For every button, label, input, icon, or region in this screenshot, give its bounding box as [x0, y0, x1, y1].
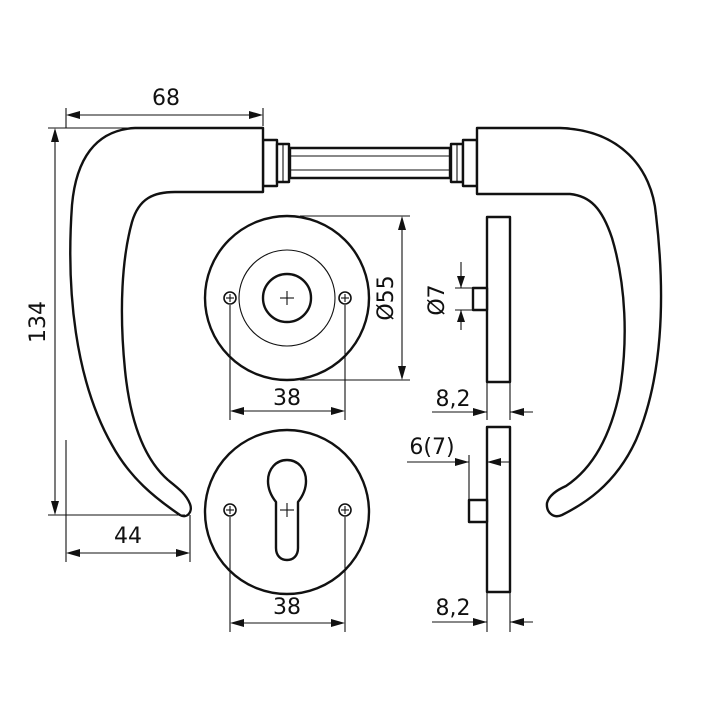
dim-spindle-offset: 6(7)	[407, 435, 510, 500]
dim-label-rose-38: 38	[273, 386, 301, 411]
dim-escutcheon-thickness: 8,2	[432, 592, 533, 632]
dim-handle-width: 68	[65, 86, 264, 128]
rose-side-pin	[471, 286, 489, 312]
dim-pin-diameter: Ø7	[425, 262, 473, 330]
dim-escutcheon-screw-spacing: 38	[229, 517, 346, 632]
dim-handle-tip: 44	[65, 440, 191, 562]
dim-label-44: 44	[114, 524, 142, 549]
dim-rose-diameter: Ø55	[300, 215, 410, 381]
round-rose	[203, 214, 371, 382]
escutcheon-side-pin	[467, 498, 489, 524]
dim-rose-screw-spacing: 38	[229, 305, 346, 420]
right-handle-collar	[461, 138, 479, 188]
dim-label-spindle-offset: 6(7)	[409, 435, 454, 460]
dim-label-escutcheon-thickness: 8,2	[436, 596, 471, 621]
dim-label-134: 134	[26, 301, 51, 343]
escutcheon-screw-right	[338, 503, 352, 517]
dim-rose-thickness: 8,2	[432, 382, 533, 420]
spindle	[288, 146, 452, 180]
rose-screw-right	[338, 291, 352, 305]
dim-handle-height: 134	[26, 127, 185, 516]
dim-label-68: 68	[152, 86, 180, 111]
cylinder-escutcheon	[203, 428, 371, 596]
rose-inner-ring	[238, 249, 336, 347]
right-lever-handle	[449, 126, 663, 518]
left-handle-collar	[261, 138, 279, 188]
dim-label-escutcheon-38: 38	[273, 595, 301, 620]
rose-side-view	[471, 215, 512, 384]
dim-label-rose-diameter: Ø55	[374, 275, 399, 320]
dim-label-pin-diameter: Ø7	[425, 284, 450, 315]
escutcheon-screw-left	[223, 503, 237, 517]
dim-label-rose-thickness: 8,2	[436, 387, 471, 412]
left-lever-handle	[69, 126, 291, 518]
escutcheon-side-view	[467, 425, 512, 594]
rose-screw-left	[223, 291, 237, 305]
